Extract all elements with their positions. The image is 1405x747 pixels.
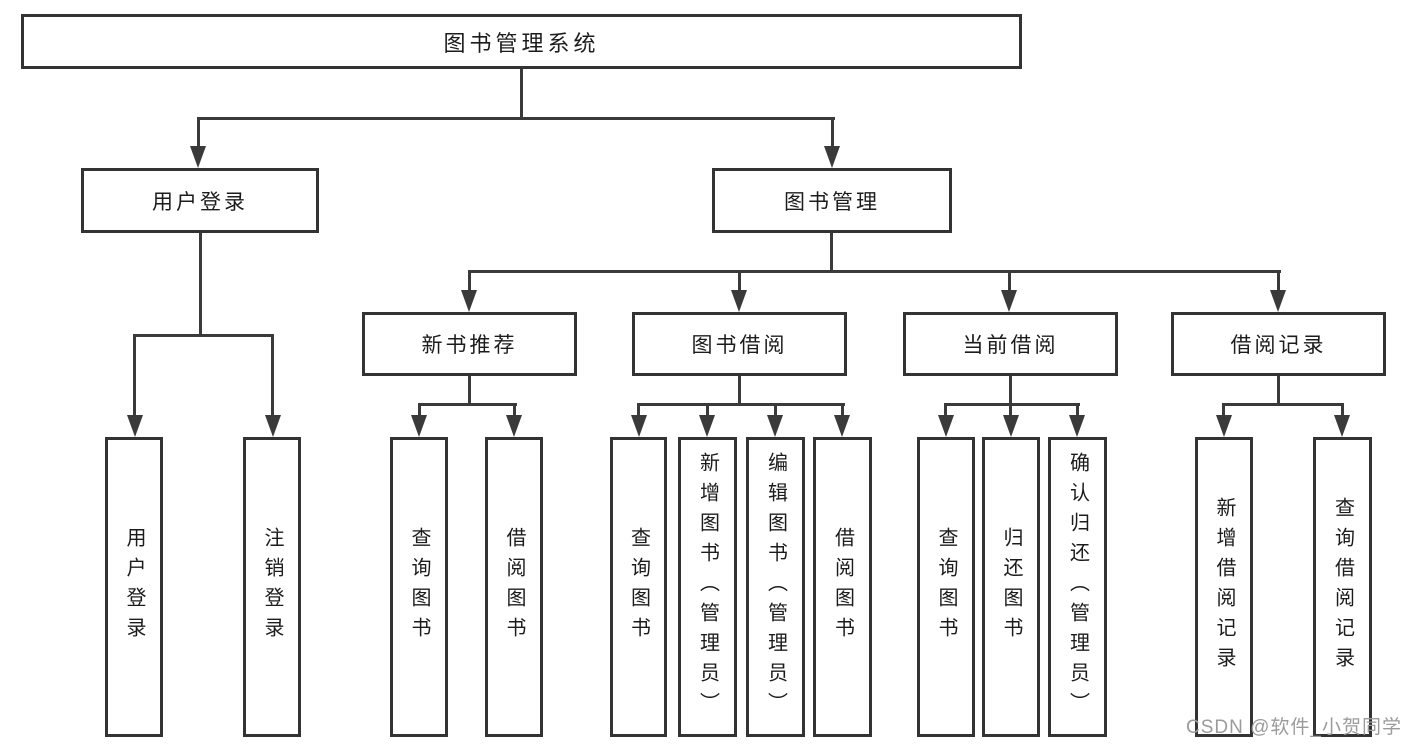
leaf-query-books-recommend-label: 查询图书	[408, 527, 430, 647]
leaf-borrow-books-recommend-label: 借阅图书	[503, 527, 525, 647]
node-current-borrow-label: 当前借阅	[962, 334, 1059, 357]
edge-root-drop-right	[831, 117, 834, 146]
leaf-borrow-books-recommend: 借阅图书	[485, 437, 543, 737]
edge-borrow-stem	[738, 376, 741, 405]
arrow-down-icon	[731, 290, 747, 312]
node-user-login: 用户登录	[81, 168, 319, 233]
edge-bookmgmt-stem	[830, 233, 833, 272]
node-root-label: 图书管理系统	[443, 30, 600, 56]
leaf-add-borrow-record: 新增借阅记录	[1195, 437, 1253, 737]
arrow-down-icon	[411, 415, 427, 437]
edge-borrow-drop-1	[637, 403, 640, 416]
node-new-book-recommend-label: 新书推荐	[421, 334, 518, 357]
leaf-edit-books-admin-label: 编辑图书（管理员）	[764, 452, 787, 722]
edge-newbook-drop-2	[513, 403, 516, 416]
edge-bookmgmt-drop-3	[1008, 270, 1011, 290]
node-user-login-label: 用户登录	[152, 190, 248, 214]
edge-current-stem	[1009, 376, 1012, 405]
node-root: 图书管理系统	[21, 14, 1022, 69]
leaf-edit-books-admin: 编辑图书（管理员）	[746, 437, 805, 737]
leaf-query-borrow-record-label: 查询借阅记录	[1331, 497, 1354, 677]
arrow-down-icon	[938, 415, 954, 437]
arrow-down-icon	[190, 146, 206, 168]
edge-bookmgmt-drop-2	[738, 270, 741, 290]
arrow-down-icon	[1334, 415, 1350, 437]
arrow-down-icon	[631, 415, 647, 437]
node-current-borrow: 当前借阅	[903, 312, 1118, 376]
leaf-query-books-recommend: 查询图书	[390, 437, 448, 737]
edge-records-drop-2	[1341, 403, 1344, 416]
arrow-down-icon	[506, 415, 522, 437]
edge-current-drop-3	[1076, 403, 1079, 416]
leaf-borrow-books-label: 借阅图书	[831, 527, 854, 647]
leaf-query-books-current: 查询图书	[917, 437, 975, 737]
edge-newbook-drop-1	[418, 403, 421, 416]
edge-current-drop-1	[944, 403, 947, 416]
edge-userlogin-drop-2	[271, 334, 274, 415]
leaf-query-books-borrow: 查询图书	[610, 437, 667, 737]
leaf-user-login-label: 用户登录	[123, 527, 145, 647]
edge-records-bar	[1222, 403, 1344, 406]
arrow-down-icon	[461, 290, 477, 312]
leaf-query-borrow-record: 查询借阅记录	[1313, 437, 1372, 737]
leaf-add-borrow-record-label: 新增借阅记录	[1213, 497, 1235, 677]
arrow-down-icon	[834, 415, 850, 437]
node-book-borrow-label: 图书借阅	[691, 334, 788, 357]
leaf-logout-label: 注销登录	[261, 527, 283, 647]
arrow-down-icon	[824, 146, 840, 168]
arrow-down-icon	[767, 415, 783, 437]
leaf-query-books-current-label: 查询图书	[935, 527, 957, 647]
leaf-return-books: 归还图书	[982, 437, 1040, 737]
edge-userlogin-drop-1	[133, 334, 136, 415]
leaf-borrow-books: 借阅图书	[813, 437, 872, 737]
node-new-book-recommend: 新书推荐	[362, 312, 577, 376]
arrow-down-icon	[699, 415, 715, 437]
leaf-add-books-admin-label: 新增图书（管理员）	[696, 452, 719, 722]
edge-borrow-drop-3	[774, 403, 777, 416]
edge-newbook-bar	[418, 403, 517, 406]
edge-bookmgmt-drop-1	[468, 270, 471, 290]
arrow-down-icon	[1001, 290, 1017, 312]
leaf-confirm-return-admin-label: 确认归还（管理员）	[1066, 452, 1089, 722]
arrow-down-icon	[1069, 415, 1085, 437]
watermark: CSDN @软件_小贺同学	[1186, 717, 1402, 738]
edge-bookmgmt-drop-4	[1277, 270, 1280, 290]
edge-borrow-bar	[637, 403, 845, 406]
arrow-down-icon	[127, 415, 143, 437]
leaf-confirm-return-admin: 确认归还（管理员）	[1048, 437, 1107, 737]
edge-records-stem	[1277, 376, 1280, 405]
edge-bookmgmt-bar	[468, 270, 1281, 273]
node-borrow-records: 借阅记录	[1171, 312, 1386, 376]
edge-records-drop-1	[1222, 403, 1225, 416]
node-book-borrow: 图书借阅	[632, 312, 847, 376]
edge-newbook-stem	[468, 376, 471, 405]
leaf-query-books-borrow-label: 查询图书	[627, 527, 650, 647]
edge-root-drop-left	[197, 117, 200, 146]
edge-current-drop-2	[1009, 403, 1012, 416]
edge-userlogin-stem	[199, 233, 202, 337]
edge-userlogin-bar	[133, 334, 274, 337]
edge-borrow-drop-4	[841, 403, 844, 416]
arrow-down-icon	[1003, 415, 1019, 437]
leaf-return-books-label: 归还图书	[1000, 527, 1022, 647]
node-borrow-records-label: 借阅记录	[1230, 334, 1327, 357]
leaf-user-login: 用户登录	[105, 437, 163, 737]
node-book-management: 图书管理	[712, 168, 952, 233]
leaf-add-books-admin: 新增图书（管理员）	[678, 437, 737, 737]
edge-root-bar	[197, 117, 835, 120]
arrow-down-icon	[1216, 415, 1232, 437]
leaf-logout: 注销登录	[243, 437, 301, 737]
edge-borrow-drop-2	[706, 403, 709, 416]
node-book-management-label: 图书管理	[784, 190, 880, 214]
arrow-down-icon	[1270, 290, 1286, 312]
edge-current-bar	[944, 403, 1080, 406]
edge-root-stem	[520, 69, 523, 118]
arrow-down-icon	[265, 415, 281, 437]
